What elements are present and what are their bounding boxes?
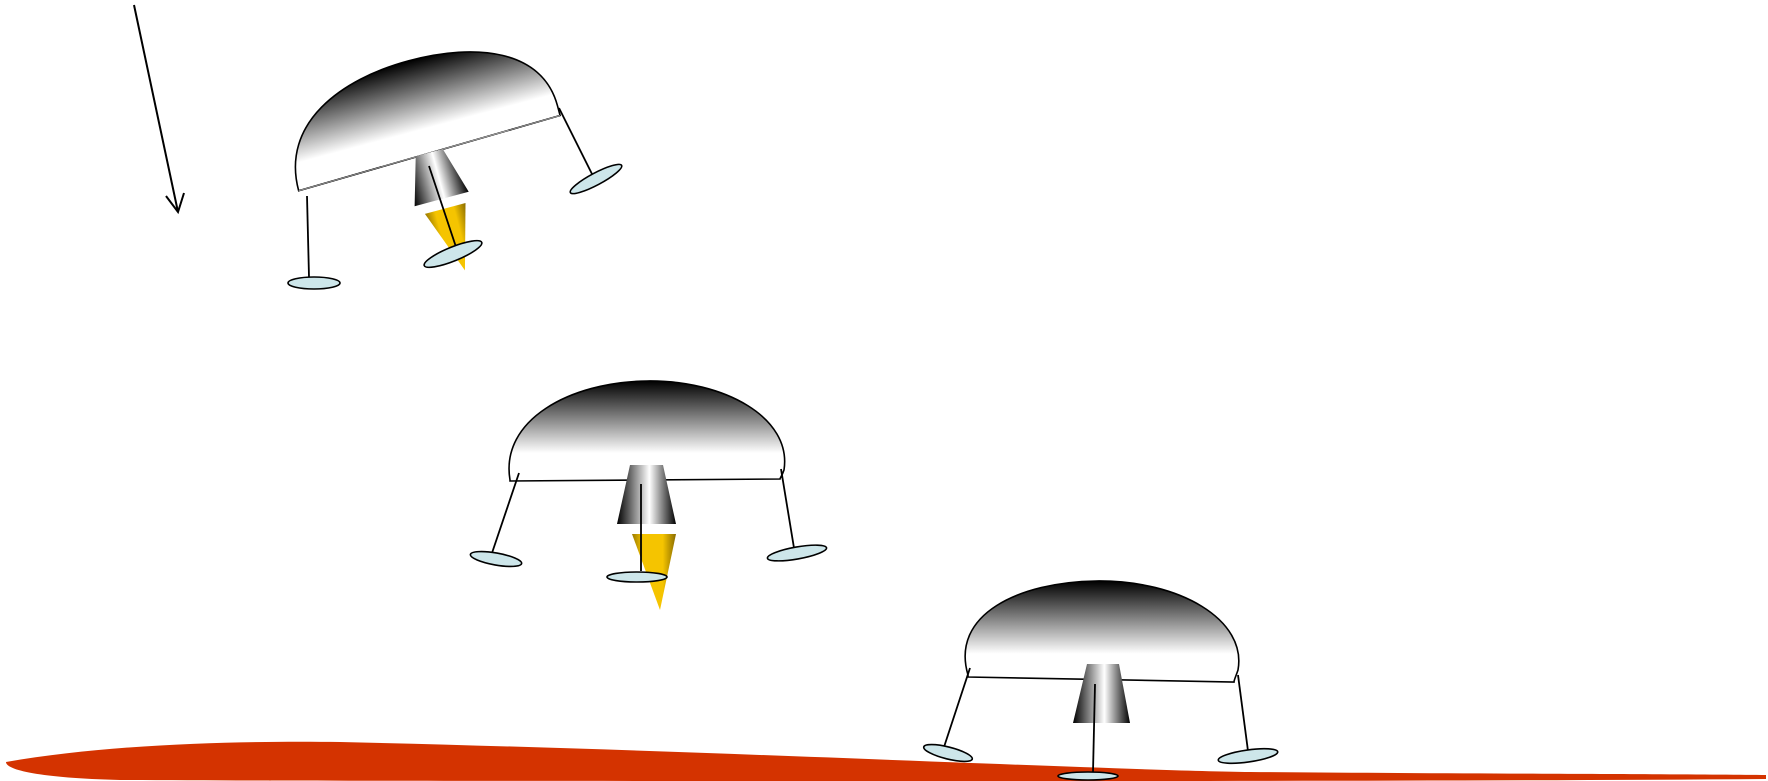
footpad — [607, 572, 667, 582]
landing-leg — [944, 668, 970, 747]
landing-leg — [1238, 675, 1248, 751]
surface — [6, 742, 1766, 781]
footpad — [922, 741, 973, 765]
landing-leg — [559, 108, 592, 174]
landing-leg — [307, 196, 309, 277]
footpad — [469, 549, 522, 570]
footpad — [766, 542, 827, 564]
descent-direction-arrow — [134, 5, 184, 212]
footpad — [568, 160, 625, 198]
landing-leg — [781, 469, 794, 548]
footpad — [288, 277, 340, 289]
lander-stage-2 — [469, 381, 827, 610]
lander-stage-1 — [274, 27, 625, 307]
footpad — [1058, 772, 1118, 780]
lander-stage-3 — [922, 581, 1278, 780]
landing-leg — [492, 473, 519, 553]
